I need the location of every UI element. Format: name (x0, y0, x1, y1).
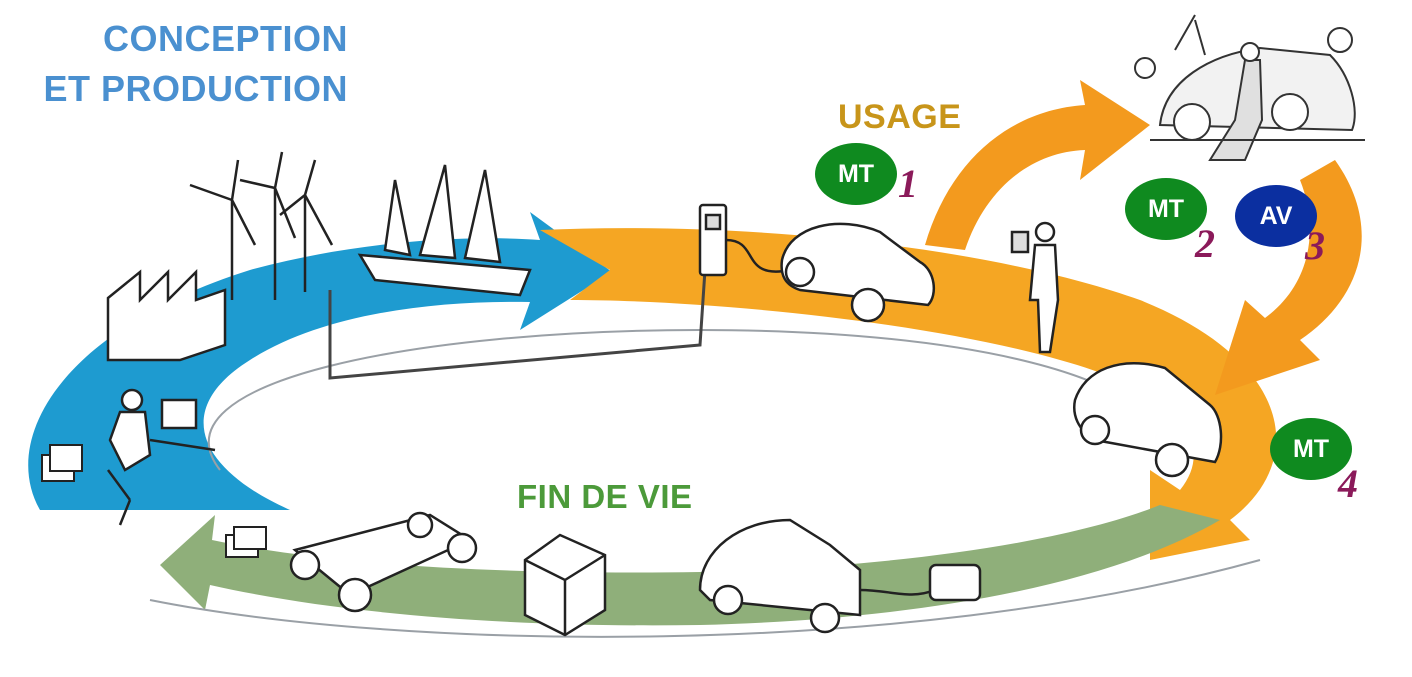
power-cable (328, 269, 707, 380)
ring-inner-line (207, 328, 1161, 471)
mechanic-repair-icon (1134, 14, 1365, 161)
repair-arrow-right (1215, 160, 1362, 395)
sailing-ship-icon (357, 164, 532, 297)
battery-stack-icon (41, 444, 267, 558)
person-with-phone-icon (1010, 221, 1060, 354)
badge-number-2: 2 (1195, 221, 1215, 266)
factory-icon (106, 268, 227, 362)
badge-mt-4: MT (1270, 418, 1352, 480)
badge-av-3: AV (1235, 185, 1317, 247)
badge-mt-2: MT (1125, 178, 1207, 240)
badge-number-3: 3 (1305, 223, 1325, 268)
charging-station-icon (698, 203, 791, 277)
phase-title-conception: CONCEPTION ET PRODUCTION (18, 14, 348, 114)
old-car-icon (698, 518, 982, 634)
badge-mt-1: MT (815, 143, 897, 205)
battery-box-icon (523, 533, 607, 637)
phase-title-fin-de-vie: FIN DE VIE (517, 478, 693, 515)
car-chassis-icon (289, 511, 478, 613)
badge-number-1: 1 (898, 161, 918, 206)
repair-arrow-top (925, 80, 1150, 250)
phase-title-conception-line1: CONCEPTION (102, 18, 348, 59)
small-car-icon (1073, 362, 1223, 478)
ring-segment-usage (540, 228, 1277, 560)
electric-car-icon (780, 222, 936, 323)
phase-title-conception-line2: ET PRODUCTION (43, 68, 348, 109)
desk-worker-icon (106, 388, 216, 526)
ring-outer-line (149, 559, 1261, 638)
wind-turbine-icon (189, 151, 334, 300)
badge-number-4: 4 (1338, 461, 1358, 506)
phase-title-usage: USAGE (838, 98, 962, 136)
